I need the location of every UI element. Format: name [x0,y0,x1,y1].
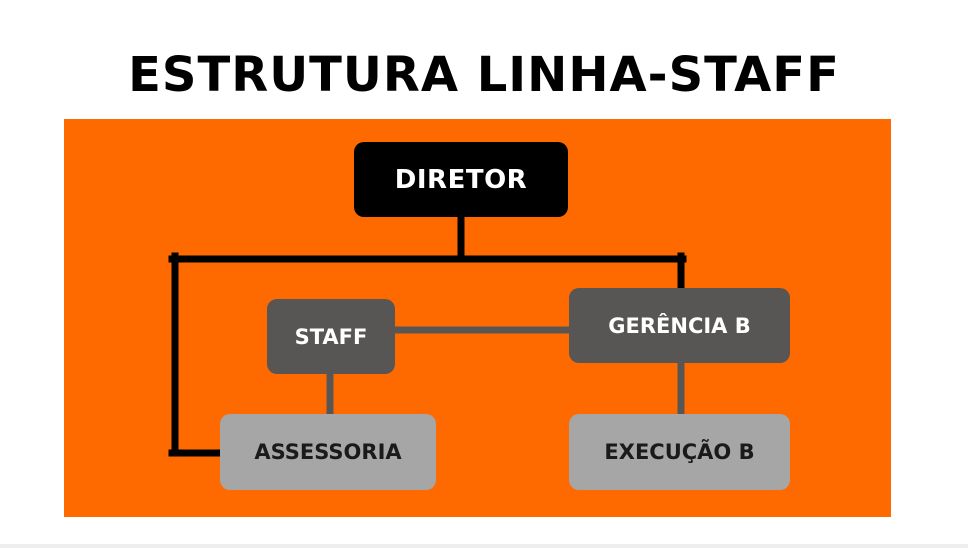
node-diretor: DIRETOR [354,142,568,217]
page-title: ESTRUTURA LINHA-STAFF [128,47,840,103]
node-assessoria: ASSESSORIA [220,414,436,490]
node-gerencia-b: GERÊNCIA B [569,288,790,363]
node-execucao-b: EXECUÇÃO B [569,414,790,490]
bottom-divider [0,544,968,548]
org-chart-panel: DIRETOR STAFF GERÊNCIA B ASSESSORIA EXEC… [64,119,891,517]
node-staff: STAFF [267,299,395,374]
